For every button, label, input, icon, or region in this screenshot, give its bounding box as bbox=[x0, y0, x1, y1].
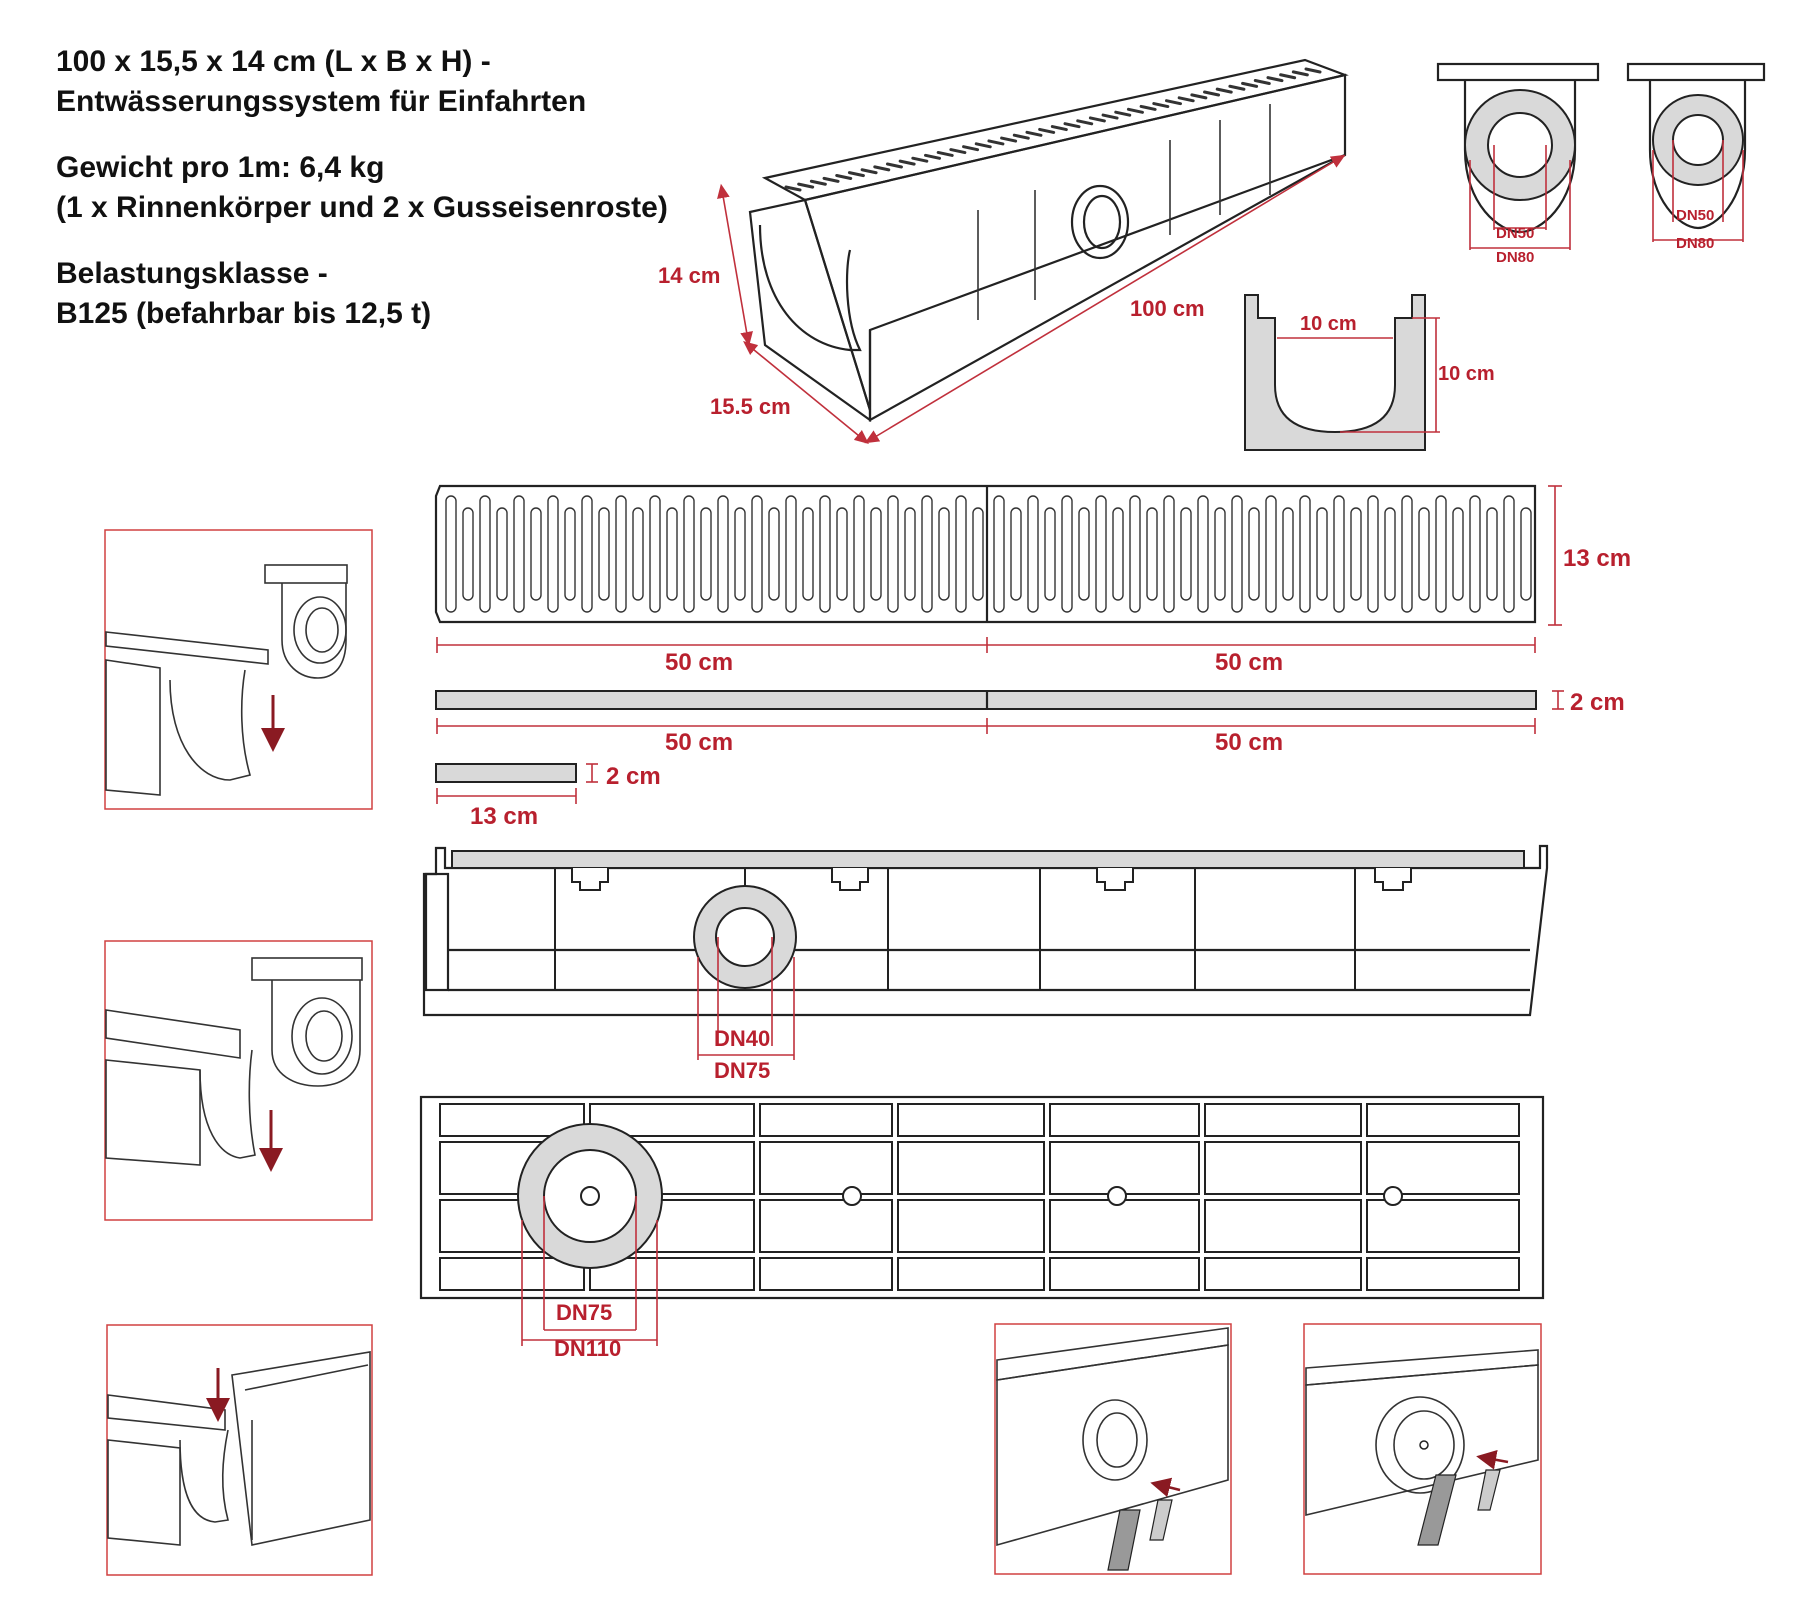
cross-section-view: 10 cm 10 cm bbox=[1244, 294, 1495, 451]
assembly-step-4 bbox=[994, 1323, 1232, 1575]
weight-line-2: (1 x Rinnenkörper und 2 x Gusseisenroste… bbox=[56, 191, 668, 224]
inner-height-label: 10 cm bbox=[1438, 363, 1495, 385]
product-title: 100 x 15,5 x 14 cm (L x B x H) - Entwäss… bbox=[56, 42, 668, 122]
assembly-step-5 bbox=[1303, 1323, 1542, 1575]
grate-top-view: 50 cm 50 cm 13 cm bbox=[434, 484, 1631, 676]
load-class-info: Belastungsklasse - B125 (befahrbar bis 1… bbox=[56, 254, 668, 334]
weight-info: Gewicht pro 1m: 6,4 kg (1 x Rinnenkörper… bbox=[56, 148, 668, 228]
height-label: 14 cm bbox=[658, 263, 720, 288]
channel-bottom-view: DN75 DN110 bbox=[419, 1095, 1545, 1361]
title-line-2: Entwässerungssystem für Einfahrten bbox=[56, 85, 587, 118]
end-cap-small: DN50 DN80 bbox=[1626, 62, 1766, 252]
small-thickness-label: 2 cm bbox=[606, 763, 661, 790]
title-line-1: 100 x 15,5 x 14 cm (L x B x H) - bbox=[56, 45, 491, 78]
dn75-label-a: DN75 bbox=[714, 1058, 770, 1083]
grate-left-label: 50 cm bbox=[665, 649, 733, 676]
load-line-2: B125 (befahrbar bis 12,5 t) bbox=[56, 297, 432, 330]
dn40-label: DN40 bbox=[714, 1026, 770, 1051]
bar-thickness-label: 2 cm bbox=[1570, 689, 1625, 716]
spec-text: 100 x 15,5 x 14 cm (L x B x H) - Entwäss… bbox=[56, 42, 668, 360]
dn110-label: DN110 bbox=[554, 1336, 621, 1361]
dn80-label-a: DN80 bbox=[1496, 249, 1534, 266]
inner-width-label: 10 cm bbox=[1300, 313, 1357, 335]
end-cap-large: DN50 DN80 bbox=[1436, 62, 1600, 266]
bar-left-label: 50 cm bbox=[665, 729, 733, 756]
length-label: 100 cm bbox=[1130, 296, 1205, 321]
side-ribs bbox=[554, 868, 1412, 990]
load-line-1: Belastungsklasse - bbox=[56, 257, 328, 290]
assembly-step-3 bbox=[106, 1324, 373, 1576]
channel-3d-view: 14 cm 100 cm 15.5 cm bbox=[658, 58, 1349, 445]
assembly-step-1 bbox=[104, 529, 373, 810]
bar-right-label: 50 cm bbox=[1215, 729, 1283, 756]
dn50-label-a: DN50 bbox=[1496, 225, 1534, 242]
grate-slots bbox=[445, 495, 1532, 613]
dn50-label-b: DN50 bbox=[1676, 207, 1714, 224]
grate-slots-3d bbox=[784, 67, 1322, 192]
dn80-label-b: DN80 bbox=[1676, 235, 1714, 252]
weight-line-1: Gewicht pro 1m: 6,4 kg bbox=[56, 151, 385, 184]
width-label: 15.5 cm bbox=[710, 394, 791, 419]
grate-side-view: 50 cm 50 cm 2 cm bbox=[435, 689, 1625, 756]
grate-height-label: 13 cm bbox=[1563, 545, 1631, 572]
channel-side-view: DN40 DN75 bbox=[422, 844, 1549, 1083]
assembly-step-2 bbox=[104, 940, 373, 1221]
grate-right-label: 50 cm bbox=[1215, 649, 1283, 676]
dn75-label-b: DN75 bbox=[556, 1300, 612, 1325]
grate-end-view: 13 cm 2 cm bbox=[435, 763, 661, 830]
small-width-label: 13 cm bbox=[470, 803, 538, 830]
